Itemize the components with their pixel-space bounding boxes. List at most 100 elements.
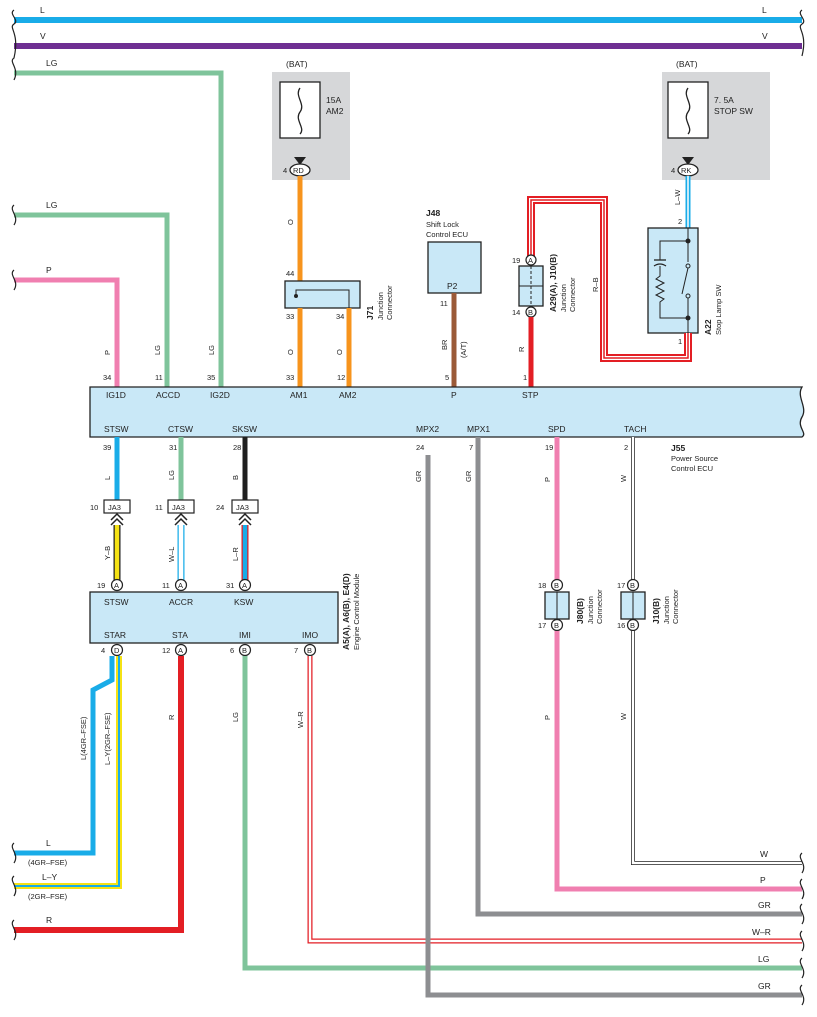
wire-l-note: (4GR–FSE)	[28, 858, 68, 867]
wire-lg-accd	[14, 212, 170, 387]
ecm-num-accr: 11	[162, 581, 170, 590]
ecu-pin-tach: TACH	[624, 424, 647, 434]
connector-ja3-2: JA3 11	[155, 499, 195, 526]
ecm-num-imi: 6	[230, 646, 234, 655]
wire-br-label: BR	[440, 339, 449, 350]
j55-name-l2: Control ECU	[671, 464, 713, 473]
stop-lamp-pin-bot: 1	[678, 337, 682, 346]
ecu-pin-num-accd: 11	[155, 373, 163, 382]
wire-lw-label: L–W	[673, 189, 682, 205]
wire-lg-imi	[242, 656, 802, 971]
fuse-stop-rating: 7. 5A	[714, 95, 734, 105]
ecm-num-ksw: 31	[226, 581, 234, 590]
ecu-pin-num-am2: 12	[337, 373, 345, 382]
break-marks-right	[799, 9, 805, 1006]
wire-lg-ig2d	[14, 70, 224, 387]
j80-name-l1: Junction	[586, 596, 595, 624]
wire-gr-mpx2	[425, 455, 802, 998]
ja3-2-pin: 11	[155, 503, 163, 512]
ecm-top-pins: A 19 A 11 A 31	[97, 578, 252, 592]
connector-ja3-3: JA3 24	[216, 499, 259, 526]
wire-label-ctsw: LG	[167, 470, 176, 480]
wire-o-label-am2: O	[335, 349, 344, 355]
wire-mpx2-label: GR	[414, 470, 423, 482]
j10-code: J10(B)	[651, 598, 661, 624]
wire-mpx1-label: GR	[464, 470, 473, 482]
ecu-pin-num-mpx2: 24	[416, 443, 424, 452]
wire-l-label: L	[46, 838, 51, 848]
j48-code: J48	[426, 208, 440, 218]
wire-ly-label: L–Y	[42, 872, 57, 882]
wire-r-label: R	[46, 915, 52, 925]
ecu-pin-num-mpx1: 7	[469, 443, 473, 452]
bus-l-label-left: L	[40, 5, 45, 15]
ecm-pin-ksw: KSW	[234, 597, 253, 607]
j71-name-l1: Junction	[376, 292, 385, 320]
fuse-stop-name: STOP SW	[714, 106, 753, 116]
ecm-code: A5(A), A6(B), E4(D)	[341, 573, 351, 650]
j48-name-l1: Shift Lock	[426, 220, 459, 229]
ja3-1-pin: 10	[90, 503, 98, 512]
arrow-down-icon	[682, 157, 694, 165]
right-label-gr2: GR	[758, 981, 771, 991]
power-source-ecu-j55: 34 11 35 33 12 5 1 IG1D ACCD IG2D AM1 AM…	[89, 373, 805, 473]
wire-l-star	[14, 656, 115, 856]
bus-v-label-right: V	[762, 31, 768, 41]
ecu-pin-num-p: 5	[445, 373, 449, 382]
ecm-conn-accr: A	[178, 581, 183, 590]
junction-j80: B 18 B 17 J80(B) Junction Connector	[538, 578, 604, 632]
wire-star-a-label: L(4GR–FSE)	[79, 716, 88, 760]
wire-p-label: P	[46, 265, 52, 275]
j55-code: J55	[671, 443, 685, 453]
fuse-stop-source: (BAT)	[676, 59, 698, 69]
connector-ja3-1: JA3 10	[90, 499, 131, 526]
j10-pin-top: 17	[617, 581, 625, 590]
wire-yb-label: Y–B	[103, 546, 112, 560]
fuse-am2-conn: RD	[293, 166, 304, 175]
j71-pin-bl: 33	[286, 312, 294, 321]
ecu-pin-ig1d: IG1D	[106, 390, 126, 400]
arrow-down-icon	[294, 157, 306, 165]
ecm-conn-imi: B	[242, 646, 247, 655]
wire-r-sta	[14, 656, 184, 933]
junction-j10: B 17 B 16 J10(B) Junction Connector	[617, 578, 680, 632]
j71-pin-br: 34	[336, 312, 344, 321]
wire-label-sksw: B	[231, 475, 240, 480]
j71-name-l2: Connector	[385, 285, 394, 320]
right-label-w: W	[760, 849, 768, 859]
j48-name-l2: Control ECU	[426, 230, 468, 239]
ecm-pin-accr: ACCR	[169, 597, 193, 607]
bus-line-v: V V	[14, 31, 802, 49]
right-label-wr: W–R	[752, 927, 771, 937]
chevron-up-icon	[110, 517, 124, 526]
bus-line-l: L L	[14, 5, 802, 23]
junction-j71: 44 33 34 J71 Junction Connector	[284, 269, 394, 321]
fuse-am2-rating: 15A	[326, 95, 341, 105]
ecu-pin-num-am1: 33	[286, 373, 294, 382]
fuse-am2-name: AM2	[326, 106, 344, 116]
ecm-conn-imo: B	[307, 646, 312, 655]
j80-conn-top: B	[554, 581, 559, 590]
ecu-pin-num-tach: 2	[624, 443, 628, 452]
fuse-stop-pin: 4	[671, 166, 675, 175]
ecu-pin-num-stp: 1	[523, 373, 527, 382]
ecu-pin-sksw: SKSW	[232, 424, 257, 434]
ecm-num-sta: 12	[162, 646, 170, 655]
a22-code: A22	[703, 319, 713, 335]
wire-ly-note: (2GR–FSE)	[28, 892, 68, 901]
right-label-p: P	[760, 875, 766, 885]
ecm-num-star: 4	[101, 646, 105, 655]
ecm-pin-star: STAR	[104, 630, 126, 640]
wire-p-spd-lower	[554, 631, 802, 892]
ecm-conn-sta: A	[178, 646, 183, 655]
right-label-lg: LG	[758, 954, 769, 964]
j80-code: J80(B)	[575, 598, 585, 624]
ecu-pin-stp: STP	[522, 390, 539, 400]
break-marks-left	[11, 9, 17, 941]
wire-rb-label: R–B	[591, 277, 600, 292]
chevron-up-icon	[174, 512, 188, 521]
wire-o-label-top: O	[286, 219, 295, 225]
wire-tach-label: W	[619, 474, 628, 482]
a29-conn-top: A	[528, 256, 533, 265]
